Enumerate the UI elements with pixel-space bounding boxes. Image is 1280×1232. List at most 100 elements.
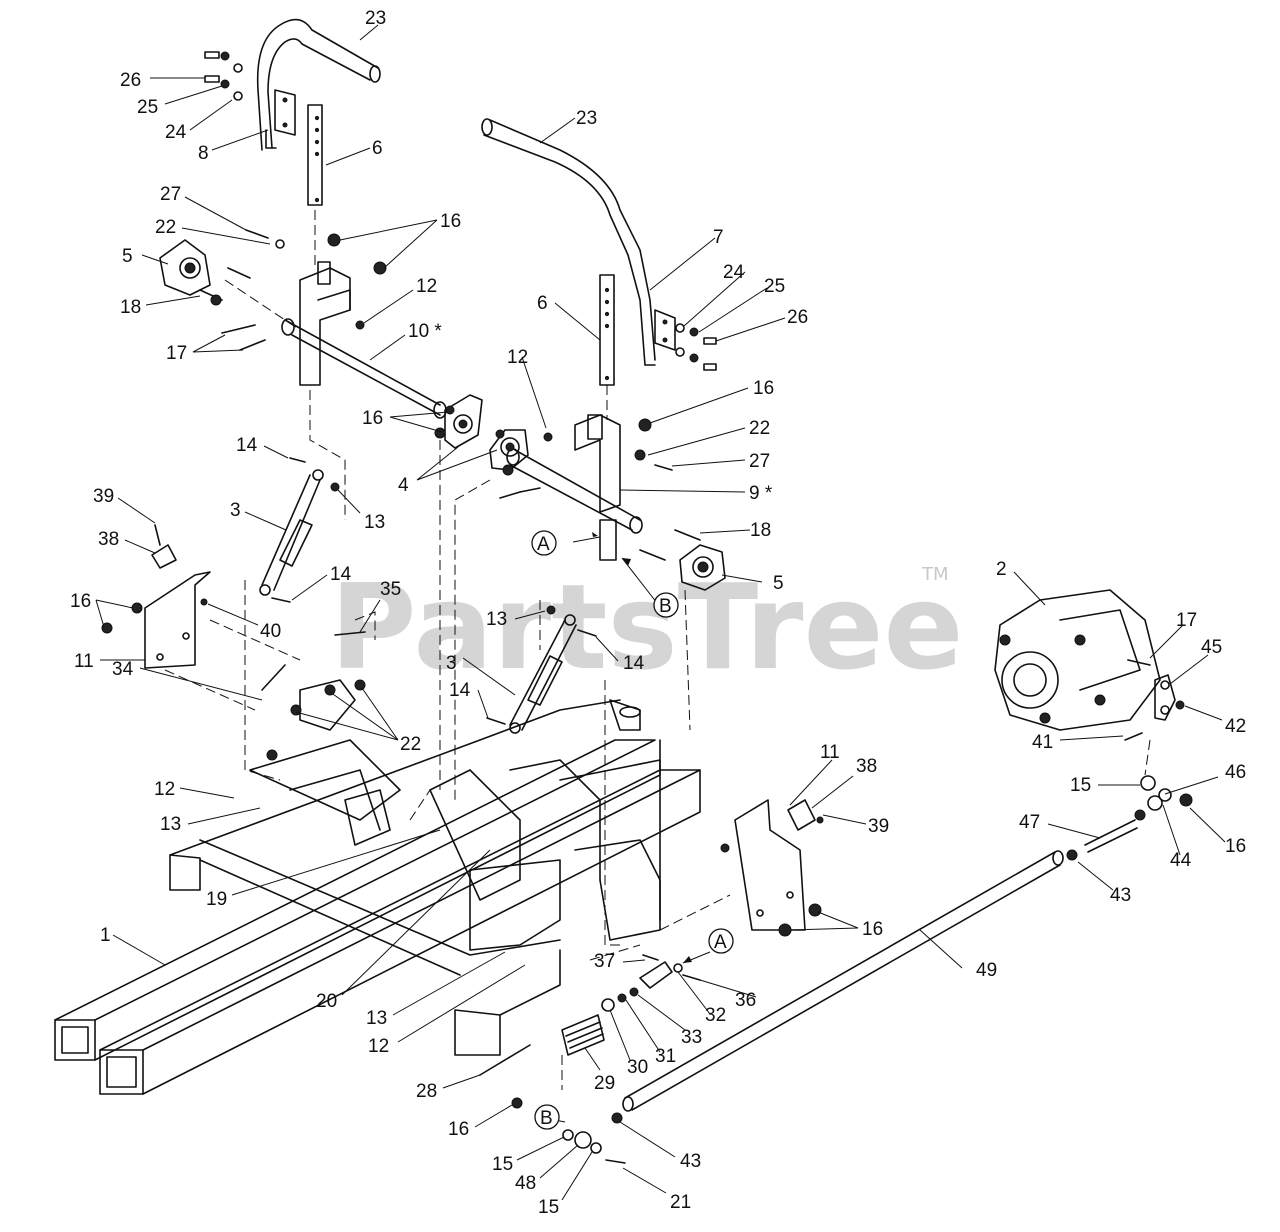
callout-1: 1 bbox=[100, 925, 111, 946]
callout-11: 11 bbox=[74, 651, 94, 672]
svg-text:A: A bbox=[537, 534, 550, 555]
callout-35: 35 bbox=[380, 579, 401, 600]
callout-16: 16 bbox=[753, 378, 774, 399]
callout-23: 23 bbox=[365, 8, 386, 29]
left-plate bbox=[101, 524, 366, 761]
right-control-shaft bbox=[489, 414, 726, 591]
callout-11: 11 bbox=[820, 742, 840, 763]
callout-46: 46 bbox=[1225, 762, 1246, 783]
callout-17: 17 bbox=[1176, 610, 1197, 631]
hydraulic-pump bbox=[994, 589, 1185, 741]
callout-34: 34 bbox=[112, 659, 134, 680]
callout-49: 49 bbox=[976, 960, 997, 981]
callout-25: 25 bbox=[137, 97, 158, 118]
svg-text:B: B bbox=[659, 596, 672, 617]
callout-22: 22 bbox=[749, 418, 770, 439]
callout-41: 41 bbox=[1032, 732, 1053, 753]
callout-5: 5 bbox=[773, 573, 784, 594]
callout-13: 13 bbox=[160, 814, 181, 835]
callout-47: 47 bbox=[1019, 812, 1040, 833]
callout-15: 15 bbox=[538, 1197, 559, 1218]
callout-22: 22 bbox=[400, 734, 421, 755]
callout-25: 25 bbox=[764, 276, 785, 297]
callout-16: 16 bbox=[440, 211, 461, 232]
callout-20: 20 bbox=[316, 991, 337, 1012]
right-damper bbox=[486, 605, 597, 734]
callout-39: 39 bbox=[93, 486, 114, 507]
watermark-brand: PartsTree bbox=[330, 558, 964, 696]
left-damper bbox=[259, 457, 340, 603]
callout-44: 44 bbox=[1170, 850, 1192, 871]
callout-42: 42 bbox=[1225, 716, 1246, 737]
callout-6: 6 bbox=[372, 138, 383, 159]
frame-rails bbox=[54, 699, 701, 1095]
callout-22: 22 bbox=[155, 217, 176, 238]
callout-40: 40 bbox=[260, 621, 281, 642]
callout-48: 48 bbox=[515, 1173, 536, 1194]
callout-12: 12 bbox=[507, 347, 528, 368]
callout-4: 4 bbox=[398, 475, 409, 496]
reference-markers: A B A B bbox=[531, 530, 734, 1130]
leader-lines bbox=[95, 24, 1226, 1201]
callout-18: 18 bbox=[120, 297, 141, 318]
callout-28: 28 bbox=[416, 1081, 437, 1102]
callout-15: 15 bbox=[492, 1154, 513, 1175]
callout-32: 32 bbox=[705, 1005, 726, 1026]
callout-10: 10 * bbox=[408, 321, 442, 342]
watermark: PartsTree TM bbox=[330, 558, 964, 696]
callout-29: 29 bbox=[594, 1073, 615, 1094]
callout-39: 39 bbox=[868, 816, 889, 837]
callout-38: 38 bbox=[856, 756, 877, 777]
callout-7: 7 bbox=[713, 227, 724, 248]
callout-16: 16 bbox=[862, 919, 883, 940]
callout-14: 14 bbox=[330, 564, 352, 585]
callout-8: 8 bbox=[198, 143, 209, 164]
callouts: 23 26 25 24 8 6 27 16 22 5 18 12 17 10 *… bbox=[70, 8, 1246, 1218]
callout-13: 13 bbox=[364, 512, 385, 533]
callout-6: 6 bbox=[537, 293, 548, 314]
callout-45: 45 bbox=[1201, 637, 1222, 658]
reference-marker-b-upper: B bbox=[622, 558, 679, 618]
callout-16: 16 bbox=[1225, 836, 1246, 857]
right-plate bbox=[720, 799, 824, 937]
callout-9: 9 * bbox=[749, 483, 773, 504]
callout-2: 2 bbox=[996, 559, 1007, 580]
control-rod bbox=[611, 775, 1193, 1124]
callout-21: 21 bbox=[670, 1192, 691, 1213]
assembly-guides bbox=[164, 210, 1151, 1090]
callout-27: 27 bbox=[160, 184, 181, 205]
svg-text:B: B bbox=[540, 1108, 553, 1129]
callout-26: 26 bbox=[120, 70, 141, 91]
right-handle-assembly bbox=[481, 118, 717, 386]
callout-43: 43 bbox=[680, 1151, 701, 1172]
callout-19: 19 bbox=[206, 889, 227, 910]
callout-24: 24 bbox=[165, 122, 187, 143]
callout-16: 16 bbox=[448, 1119, 469, 1140]
callout-14: 14 bbox=[449, 680, 471, 701]
callout-3: 3 bbox=[446, 653, 457, 674]
callout-12: 12 bbox=[368, 1036, 389, 1057]
callout-27: 27 bbox=[749, 451, 770, 472]
callout-12: 12 bbox=[154, 779, 175, 800]
parts-artwork bbox=[54, 18, 1193, 1164]
callout-33: 33 bbox=[681, 1027, 702, 1048]
reference-marker-b-lower: B bbox=[534, 1104, 560, 1130]
callout-13: 13 bbox=[366, 1008, 387, 1029]
reference-marker-a-upper: A bbox=[531, 530, 598, 556]
reference-marker-a-lower: A bbox=[683, 928, 734, 963]
spring-assembly bbox=[479, 954, 701, 1164]
callout-18: 18 bbox=[750, 520, 771, 541]
callout-13: 13 bbox=[486, 609, 507, 630]
callout-24: 24 bbox=[723, 262, 745, 283]
callout-16: 16 bbox=[362, 408, 383, 429]
callout-37: 37 bbox=[594, 951, 615, 972]
callout-17: 17 bbox=[166, 343, 187, 364]
svg-text:A: A bbox=[714, 932, 727, 953]
callout-14: 14 bbox=[236, 435, 258, 456]
callout-15: 15 bbox=[1070, 775, 1091, 796]
callout-43: 43 bbox=[1110, 885, 1131, 906]
callout-12: 12 bbox=[416, 276, 437, 297]
callout-26: 26 bbox=[787, 307, 808, 328]
callout-14: 14 bbox=[623, 653, 645, 674]
